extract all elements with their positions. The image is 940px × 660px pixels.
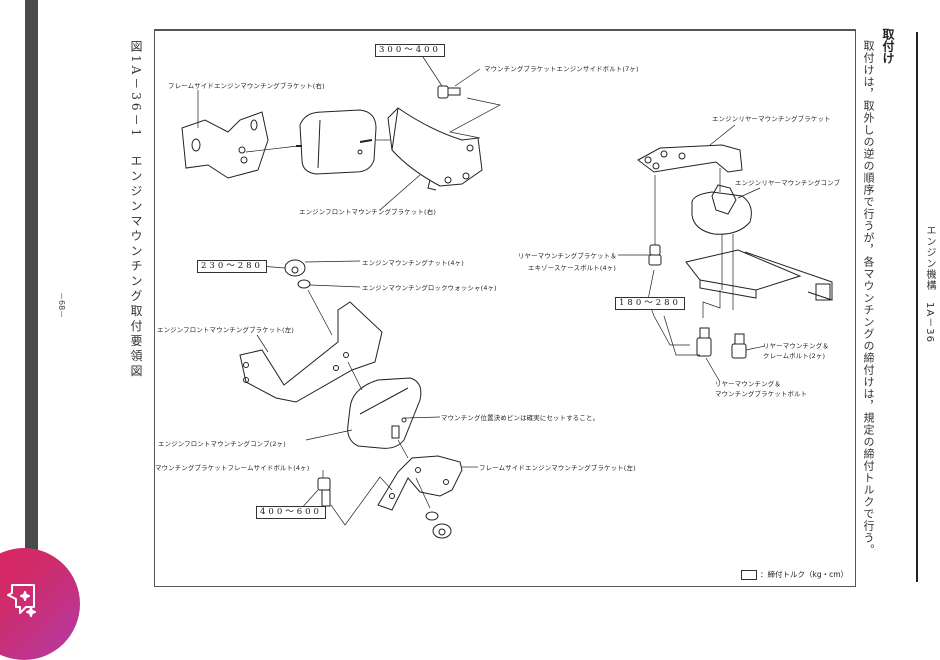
label-engine-rear-comp: エンジンリヤーマウンチングコンブ <box>735 179 841 187</box>
section-title: 取付け <box>881 28 895 64</box>
label-positioning-pin-note: マウンチング位置決めピンは確実にセットすること。 <box>441 414 600 422</box>
engine-front-comp-left-part <box>347 377 422 449</box>
viewer-scrollbar-edge <box>25 0 38 620</box>
figure-frame <box>154 29 856 587</box>
column-rule <box>916 32 918 582</box>
engine-rear-bracket-part <box>637 144 743 173</box>
engine-front-bracket-left-part <box>239 301 383 403</box>
exploded-diagram <box>181 56 833 539</box>
figure-caption: 図1A－36－1 エンジンマウンチング取付要領図 <box>129 40 143 380</box>
chapter-header: エンジン機構 1A－36 <box>924 225 935 343</box>
label-frame-side-bracket-right: フレームサイドエンジンマウンチングブラケット(右) <box>168 82 325 90</box>
label-frame-side-bracket-left: フレームサイドエンジンマウンチングブラケット(左) <box>479 464 636 472</box>
label-bracket-engine-side-bolt: マウンチングブラケットエンジンサイドボルト(7ヶ) <box>484 65 639 73</box>
label-engine-lock-washer: エンジンマウンチングロックウォッシャ(4ヶ) <box>362 284 497 292</box>
label-engine-front-bracket-left: エンジンフロントマウンチングブラケット(左) <box>157 326 295 334</box>
engine-front-comp-right-part <box>296 109 377 175</box>
label-engine-front-bracket-right: エンジンフロントマウンチングブラケット(右) <box>299 208 437 216</box>
rear-bracket-exhaust-bolt-part <box>648 244 662 266</box>
label-rear-mounting-bracket-bolt-1: リヤーマウンチング＆ <box>715 380 781 388</box>
legend-text: ：締付トルク（kg・cm） <box>760 570 849 579</box>
label-bracket-frame-side-bolt: マウンチングブラケットフレームサイドボルト(4ヶ) <box>155 464 310 472</box>
torque-nut: 230～280 <box>197 260 267 273</box>
label-engine-rear-bracket: エンジンリヤーマウンチングブラケット <box>712 115 831 123</box>
engine-mounting-nut-part <box>284 259 306 277</box>
label-engine-mounting-nut: エンジンマウンチングナット(4ヶ) <box>362 259 464 267</box>
frame-side-bracket-right-part <box>181 111 269 179</box>
lock-washer-part <box>297 279 311 289</box>
label-rear-bracket-exhaust-bolt-1: リヤーマウンチングブラケット＆ <box>518 252 617 260</box>
torque-legend: ：締付トルク（kg・cm） <box>741 569 848 580</box>
label-rear-frame-bolt-2: クレームボルト(2ヶ) <box>763 352 826 360</box>
engine-rear-comp-part <box>691 184 752 235</box>
torque-box-symbol <box>741 569 757 580</box>
rear-frame-member-part <box>685 249 833 301</box>
section-body: 取付けは，取外しの逆の順序で行うが，各マウンチングの締付けは，規定の締付トルクで… <box>862 40 875 556</box>
label-engine-front-comp: エンジンフロントマウンチングコンブ(2ヶ) <box>158 440 286 448</box>
engine-side-bolt-part <box>437 85 461 99</box>
sparkle-chat-icon[interactable] <box>0 577 44 621</box>
torque-rear-bolts: 180～280 <box>615 297 685 310</box>
label-rear-frame-bolt-1: リヤーマウンチング＆ <box>763 342 829 350</box>
label-rear-mounting-bracket-bolt-2: マウンチングブラケットボルト <box>715 390 808 398</box>
page-number: －68－ <box>57 292 66 319</box>
torque-frame-side-bolt: 400～600 <box>256 506 326 519</box>
torque-engine-side-bolt: 300～400 <box>375 44 445 57</box>
left-washer-nut-part <box>425 511 452 539</box>
rear-mounting-bolts-part <box>696 327 747 359</box>
frame-side-bracket-left-part <box>377 455 463 511</box>
label-rear-bracket-exhaust-bolt-2: エキゾースケースボルト(4ヶ) <box>528 264 617 272</box>
frame-side-bolt-part <box>317 477 331 507</box>
engine-front-bracket-right-part <box>387 107 483 191</box>
